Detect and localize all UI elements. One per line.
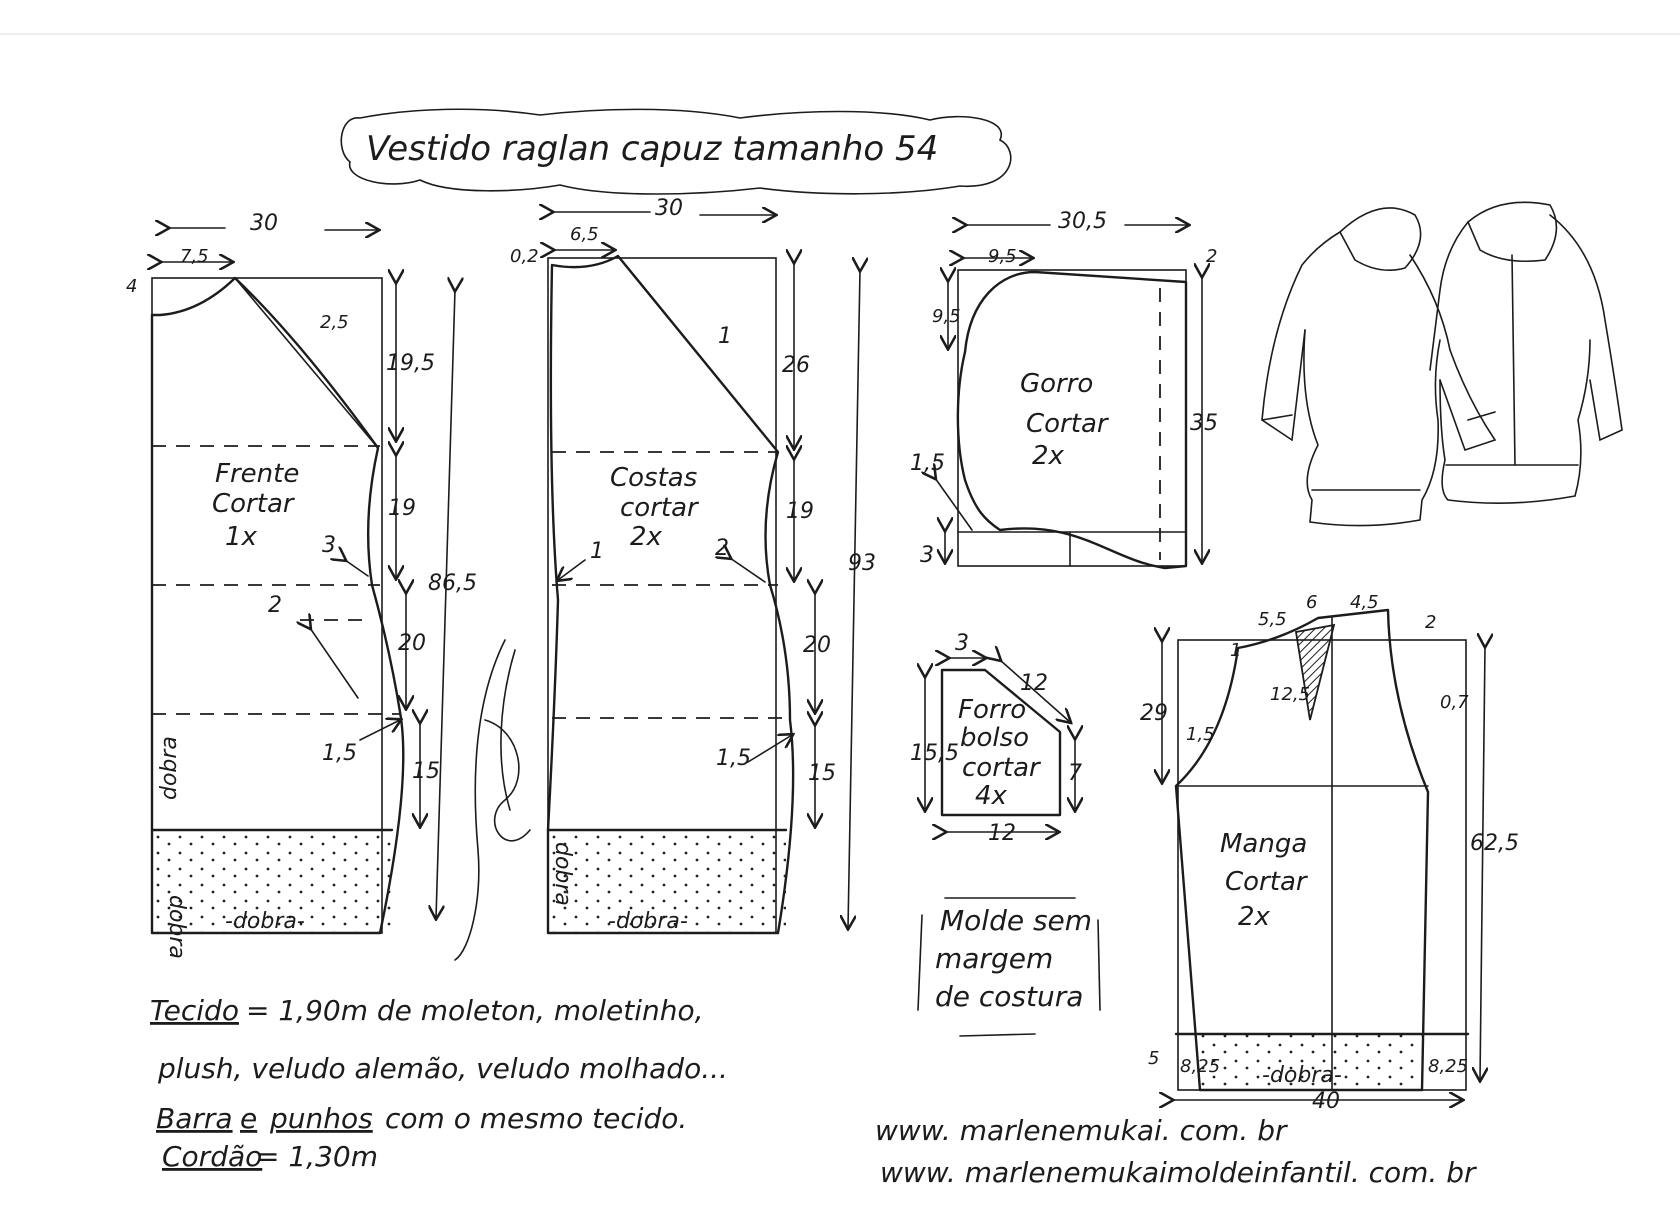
svg-text:Tecido: Tecido — [150, 994, 239, 1027]
svg-text:2: 2 — [1425, 612, 1436, 633]
svg-text:5,5: 5,5 — [1258, 609, 1287, 630]
svg-text:7,5: 7,5 — [180, 246, 209, 267]
svg-text:-dobra-: -dobra- — [225, 909, 305, 934]
svg-text:3: 3 — [322, 533, 336, 558]
svg-text:plush, veludo alemão, veludo m: plush, veludo alemão, veludo molhado... — [157, 1052, 728, 1085]
svg-text:1: 1 — [1230, 640, 1241, 661]
svg-text:com o mesmo tecido.: com o mesmo tecido. — [385, 1102, 687, 1135]
svg-text:20: 20 — [803, 633, 831, 658]
svg-text:7: 7 — [1068, 761, 1082, 786]
svg-text:4,5: 4,5 — [1350, 592, 1379, 613]
svg-text:Costas: Costas — [610, 463, 697, 493]
svg-text:Forro: Forro — [958, 695, 1026, 725]
svg-text:bolso: bolso — [960, 723, 1029, 753]
svg-text:Cortar: Cortar — [1225, 867, 1309, 897]
svg-text:30: 30 — [655, 196, 683, 221]
svg-text:15: 15 — [412, 759, 440, 784]
svg-text:26: 26 — [782, 353, 810, 378]
website-urls: www. marlenemukai. com. br www. marlenem… — [875, 1114, 1477, 1189]
hood-pattern: 30,5 9,5 2 9,5 35 1,5 3 Gorro Cortar 2x — [910, 209, 1218, 570]
svg-text:e: e — [240, 1102, 257, 1135]
svg-text:12: 12 — [1020, 671, 1048, 696]
svg-text:6: 6 — [1306, 592, 1317, 613]
svg-text:cortar: cortar — [962, 753, 1042, 783]
title-cloud — [340, 108, 1012, 195]
svg-text:3: 3 — [955, 631, 969, 656]
margin-note: Molde sem margem de costura — [917, 897, 1101, 1037]
front-pattern: 30 7,5 4 2,5 19,5 19 20 15 86,5 3 2 1,5 … — [126, 211, 477, 959]
svg-text:Frente: Frente — [215, 459, 299, 489]
svg-text:de costura: de costura — [935, 980, 1083, 1013]
svg-text:20: 20 — [398, 631, 426, 656]
svg-text:Gorro: Gorro — [1020, 369, 1093, 399]
svg-text:6,5: 6,5 — [570, 224, 599, 245]
svg-text:Cordão: Cordão — [162, 1140, 262, 1173]
svg-text:8,25: 8,25 — [1180, 1056, 1220, 1077]
svg-text:8,25: 8,25 — [1428, 1056, 1468, 1077]
signature — [454, 639, 531, 961]
svg-text:Cortar: Cortar — [212, 489, 296, 519]
pocket-pattern: 3 12 15,5 7 12 Forro bolso cortar 4x — [910, 631, 1082, 846]
svg-text:0,2: 0,2 — [510, 246, 539, 267]
svg-text:0,7: 0,7 — [1440, 692, 1469, 713]
svg-text:29: 29 — [1140, 701, 1168, 726]
svg-text:punhos: punhos — [269, 1102, 373, 1135]
materials-notes: Tecido = 1,90m de moleton, moletinho, pl… — [150, 994, 728, 1173]
svg-text:2x: 2x — [1238, 902, 1271, 932]
sleeve-pattern: 1 5,5 6 4,5 2 12,5 1,5 0,7 29 62,5 5 8,2… — [1140, 592, 1519, 1114]
svg-text:margem: margem — [935, 942, 1053, 975]
svg-text:12,5: 12,5 — [1270, 684, 1310, 705]
svg-text:9,5: 9,5 — [988, 246, 1017, 267]
svg-text:www. marlenemukai. com. br: www. marlenemukai. com. br — [875, 1114, 1288, 1147]
svg-text:30,5: 30,5 — [1058, 209, 1107, 234]
svg-text:3: 3 — [920, 543, 934, 568]
svg-text:dobra: dobra — [164, 895, 189, 959]
svg-text:Barra: Barra — [156, 1102, 233, 1135]
svg-text:86,5: 86,5 — [428, 571, 477, 596]
svg-text:Manga: Manga — [1220, 829, 1307, 859]
svg-text:15: 15 — [808, 761, 836, 786]
svg-text:-dobra-: -dobra- — [1262, 1063, 1342, 1088]
svg-text:1x: 1x — [225, 522, 258, 552]
svg-text:1,5: 1,5 — [1186, 724, 1215, 745]
svg-text:5: 5 — [1148, 1048, 1159, 1069]
dress-illustration — [1261, 201, 1623, 527]
svg-text:2: 2 — [715, 536, 729, 561]
svg-text:2,5: 2,5 — [320, 312, 349, 333]
svg-text:30: 30 — [250, 211, 278, 236]
svg-text:4: 4 — [126, 276, 137, 297]
svg-text:12: 12 — [988, 821, 1016, 846]
svg-text:Cortar: Cortar — [1026, 409, 1110, 439]
svg-text:40: 40 — [1312, 1089, 1340, 1114]
svg-text:cortar: cortar — [620, 493, 700, 523]
svg-text:15,5: 15,5 — [910, 741, 959, 766]
svg-text:= 1,90m de moleton, moletinho,: = 1,90m de moleton, moletinho, — [246, 994, 704, 1027]
svg-text:1,5: 1,5 — [910, 451, 945, 476]
svg-text:93: 93 — [848, 551, 876, 576]
svg-text:dobra: dobra — [550, 842, 575, 906]
svg-text:35: 35 — [1190, 411, 1218, 436]
svg-text:2x: 2x — [1032, 441, 1065, 471]
svg-text:1: 1 — [590, 539, 604, 564]
svg-text:1: 1 — [718, 324, 732, 349]
svg-text:2: 2 — [268, 593, 282, 618]
svg-text:19: 19 — [786, 499, 814, 524]
svg-text:dobra: dobra — [157, 736, 182, 800]
svg-text:2x: 2x — [630, 522, 663, 552]
svg-text:www. marlenemukaimoldeinfantil: www. marlenemukaimoldeinfantil. com. br — [880, 1156, 1477, 1189]
svg-text:62,5: 62,5 — [1470, 831, 1519, 856]
svg-text:Molde sem: Molde sem — [940, 904, 1092, 937]
svg-text:-dobra-: -dobra- — [608, 909, 688, 934]
svg-text:2: 2 — [1206, 246, 1217, 267]
svg-text:1,5: 1,5 — [322, 741, 357, 766]
page-title: Vestido raglan capuz tamanho 54 — [366, 129, 938, 169]
svg-text:19: 19 — [388, 496, 416, 521]
svg-text:9,5: 9,5 — [932, 306, 961, 327]
svg-text:4x: 4x — [975, 781, 1008, 811]
svg-text:1,5: 1,5 — [716, 746, 751, 771]
back-pattern: 30 6,5 0,2 1 26 19 20 15 93 1 2 1,5 dobr… — [510, 196, 876, 935]
svg-text:19,5: 19,5 — [386, 351, 435, 376]
svg-text:= 1,30m: = 1,30m — [256, 1140, 378, 1173]
